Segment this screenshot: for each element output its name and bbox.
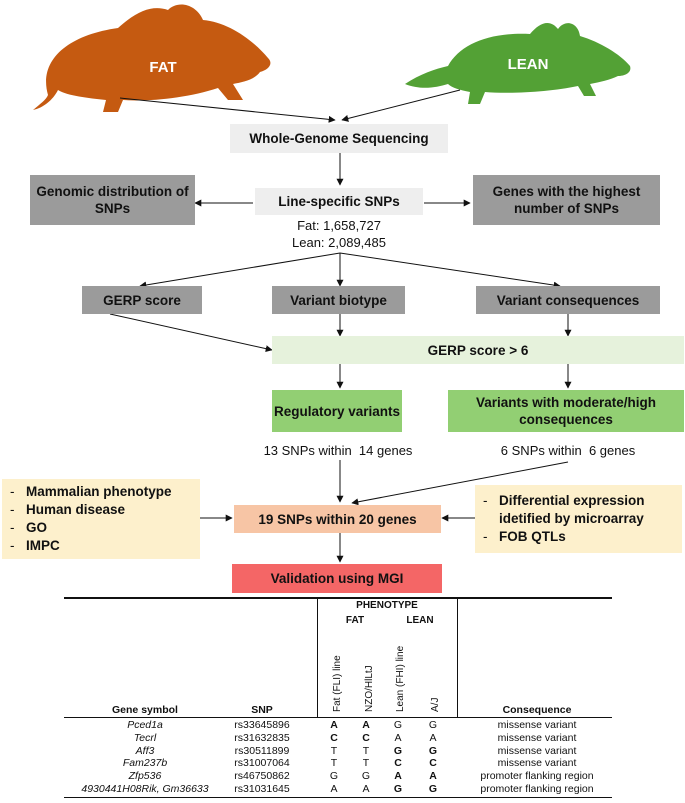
allele-cell: G (428, 719, 438, 731)
strain-header-aj: A/J (430, 697, 441, 712)
line-snps-box: Line-specific SNPs (255, 188, 423, 215)
lean-count: Lean: 2,089,485 (292, 235, 386, 250)
fat-header: FAT (345, 615, 365, 626)
allele-cell: C (394, 757, 402, 770)
allele-cell: A (429, 770, 437, 783)
wgs-box: Whole-Genome Sequencing (230, 124, 448, 153)
validation-box: Validation using MGI (232, 564, 442, 593)
variant-consequences-box: Variant consequences (476, 286, 660, 314)
snp-cell: rs33645896 (234, 719, 290, 731)
gene-symbol-cell: Pced1a (127, 719, 163, 731)
left-criteria-list: Mammalian phenotype Human disease GO IMP… (6, 483, 172, 555)
regulatory-variants-box: Regulatory variants (272, 390, 402, 432)
allele-cell: A (362, 783, 370, 795)
snp-cell: rs31007064 (234, 757, 290, 770)
snp-cell: rs46750862 (234, 770, 290, 783)
consequence-cell: missense variant (497, 731, 577, 744)
allele-cell: A (429, 731, 437, 744)
allele-cell: C (330, 731, 338, 744)
moderate-high-box: Variants with moderate/high consequences (448, 390, 684, 432)
strain-header-fli: Fat (FLI) line (332, 655, 343, 712)
allele-cell: A (330, 719, 338, 731)
table-vline-left (317, 598, 318, 717)
snp-cell: rs30511899 (234, 744, 290, 757)
gerp-score-box: GERP score (82, 286, 202, 314)
allele-cell: A (394, 770, 402, 783)
allele-cell: C (362, 731, 370, 744)
allele-cell: T (362, 757, 370, 770)
gene-symbol-cell: Zfp536 (128, 770, 162, 783)
lean-header: LEAN (406, 615, 434, 626)
right-criteria-item: Differential expression idetified by mic… (479, 492, 682, 528)
allele-cell: G (361, 770, 371, 783)
snp-cell: rs31031645 (234, 783, 290, 795)
gene-symbol-cell: Aff3 (135, 744, 155, 757)
gene-symbol-cell: Tecrl (133, 731, 157, 744)
lean-label: LEAN (508, 56, 549, 73)
consequence-cell: missense variant (497, 757, 577, 770)
allele-cell: G (393, 719, 403, 731)
allele-cell: A (330, 783, 338, 795)
left-criteria-item: IMPC (6, 537, 172, 555)
fat-mouse-icon: FAT (33, 4, 271, 113)
consequence-header: Consequence (502, 704, 572, 716)
gene-symbol-cell: 4930441H08Rik, Gm36633 (81, 783, 209, 795)
allele-cell: C (429, 757, 437, 770)
snp-cell: rs31632835 (234, 731, 290, 744)
variant-biotype-box: Variant biotype (272, 286, 405, 314)
left-criteria-box: Mammalian phenotype Human disease GO IMP… (2, 479, 200, 559)
strain-header-nzo: NZO/HlLtJ (364, 665, 375, 712)
fat-label: FAT (149, 59, 176, 76)
lean-mouse-icon: LEAN (405, 22, 631, 104)
allele-cell: A (362, 719, 370, 731)
regulatory-snp-count: 13 SNPs within 14 genes (263, 443, 413, 458)
allele-cell: T (362, 744, 370, 757)
allele-cell: G (329, 770, 339, 783)
right-criteria-item: FOB QTLs (479, 528, 682, 546)
left-criteria-item: Mammalian phenotype (6, 483, 172, 501)
genes-highest-box: Genes with the highest number of SNPs (473, 175, 660, 225)
allele-cell: G (393, 783, 403, 795)
left-criteria-item: Human disease (6, 501, 172, 519)
final-snps-box: 19 SNPs within 20 genes (234, 505, 441, 533)
gene-symbol-cell: Fam237b (122, 757, 168, 770)
allele-cell: G (428, 744, 438, 757)
phenotype-header: PHENOTYPE (356, 600, 418, 611)
table-top-rule (64, 597, 612, 599)
gerp-6-box: GERP score > 6 (272, 336, 684, 364)
table-bottom-rule (64, 797, 612, 798)
table-header-rule (64, 717, 612, 718)
consequence-cell: promoter flanking region (480, 770, 594, 783)
allele-cell: A (394, 731, 402, 744)
consequence-cell: promoter flanking region (480, 783, 594, 795)
consequence-cell: missense variant (497, 744, 577, 757)
allele-cell: G (393, 744, 403, 757)
consequence-cell: missense variant (497, 719, 577, 731)
gene-symbol-header: Gene symbol (112, 704, 178, 716)
right-criteria-list: Differential expression idetified by mic… (479, 492, 682, 546)
strain-header-fhi: Lean (FHI) line (395, 645, 406, 712)
right-criteria-box: Differential expression idetified by mic… (475, 485, 682, 553)
moderate-snp-count: 6 SNPs within 6 genes (500, 443, 636, 458)
left-criteria-item: GO (6, 519, 172, 537)
allele-cell: T (330, 757, 338, 770)
genomic-distribution-box: Genomic distribution of SNPs (30, 175, 195, 225)
snp-header: SNP (251, 704, 273, 716)
fat-count: Fat: 1,658,727 (297, 218, 381, 233)
allele-cell: T (330, 744, 338, 757)
allele-cell: G (428, 783, 438, 795)
table-vline-right (457, 598, 458, 717)
